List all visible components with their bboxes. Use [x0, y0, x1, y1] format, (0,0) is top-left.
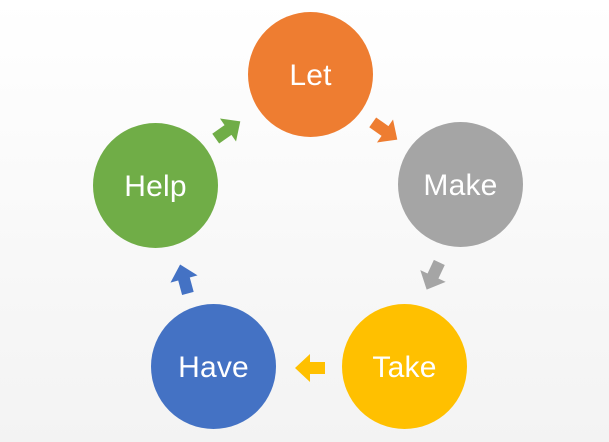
node-take: Take [342, 304, 467, 429]
arrow-help-to-let-shape [212, 118, 241, 144]
node-help: Help [93, 123, 218, 248]
arrow-make-to-take-shape [420, 259, 446, 290]
arrow-let-to-make [368, 114, 402, 148]
node-take-label: Take [372, 350, 437, 384]
arrow-take-to-have [293, 351, 327, 385]
node-make-label: Make [423, 168, 498, 202]
arrow-make-to-take [416, 259, 450, 293]
node-have-label: Have [178, 350, 249, 384]
arrow-have-to-help [167, 262, 201, 296]
node-help-label: Help [124, 169, 187, 203]
arrow-take-to-have-shape [295, 354, 325, 382]
arrow-let-to-make-shape [369, 117, 398, 143]
node-let: Let [248, 12, 373, 137]
node-make: Make [398, 122, 523, 247]
node-have: Have [151, 304, 276, 429]
arrow-help-to-let [211, 113, 245, 147]
arrow-have-to-help-shape [170, 264, 198, 296]
node-let-label: Let [289, 58, 332, 92]
